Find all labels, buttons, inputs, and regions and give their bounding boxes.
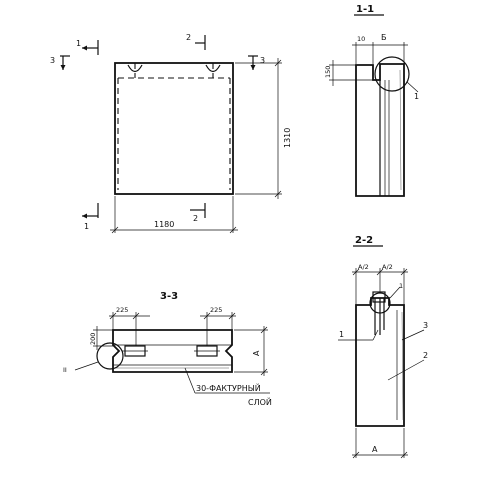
panel-outline (114, 62, 234, 195)
section-2-2-callout-1: 1 (339, 330, 344, 339)
section-3-3-detail-circle (96, 342, 124, 370)
section-mark-3-label-left: 3 (50, 56, 55, 65)
front-view: 1 1 2 2 3 (50, 33, 292, 234)
section-1-1-detail-circle (374, 56, 410, 92)
lifting-loop-right (205, 64, 221, 73)
section-3-3-dim-height: 200 (89, 333, 97, 345)
section-mark-2-label-top: 2 (186, 33, 191, 42)
section-2-2-callout-top: 1 (399, 282, 403, 290)
section-3-3-title: 3-3 (160, 291, 178, 302)
section-mark-1-top: 1 (76, 39, 99, 55)
section-mark-1-bottom: 1 (82, 203, 99, 231)
height-dimension: 1310 (235, 58, 292, 199)
section-3-3-profile (112, 329, 233, 373)
section-2-2-dim-half-a: A/2 (358, 263, 369, 271)
section-mark-3-label-right: 3 (260, 56, 265, 65)
section-2-2-profile (355, 297, 405, 427)
section-3-3-note-line2: СЛОЙ (248, 396, 272, 407)
section-1-1-dim-small: 10 (357, 35, 365, 43)
section-3-3-detail-mark: II (63, 366, 67, 374)
section-1-1-profile (355, 63, 405, 197)
panel-hidden-contour (117, 77, 231, 190)
section-1-1: 1-1 1 10 Б 150 (324, 4, 419, 197)
section-mark-2-bottom: 2 (190, 203, 206, 223)
section-mark-3-left: 3 (50, 55, 70, 70)
section-2-2-callout-2: 2 (423, 351, 428, 360)
section-mark-1-label-top: 1 (76, 39, 81, 48)
height-dimension-label: 1310 (283, 128, 292, 148)
section-mark-2-top: 2 (186, 33, 206, 50)
section-mark-2-label-bottom: 2 (193, 214, 198, 223)
section-2-2: 2-2 A/2 A/2 1 1 3 2 (338, 235, 428, 459)
section-3-3: 3-3 II 225 225 200 (63, 291, 272, 407)
section-3-3-dim-a: A (252, 350, 261, 356)
section-2-2-detail-circle (369, 292, 391, 314)
section-3-3-dim-right: 225 (210, 306, 222, 314)
section-3-3-note-line1: 30-ФАКТУРНЫЙ (196, 382, 261, 393)
width-dimension-label: 1180 (154, 220, 174, 229)
section-2-2-callout-3: 3 (423, 321, 428, 330)
section-1-1-dim-side: 150 (324, 66, 332, 78)
panel-top-dashed (134, 63, 214, 78)
lifting-loop-left (127, 64, 143, 73)
section-1-1-dim-b: Б (381, 33, 387, 42)
section-2-2-title: 2-2 (355, 235, 373, 246)
section-2-2-lifting-loop (374, 298, 385, 335)
section-3-3-dim-left: 225 (116, 306, 128, 314)
width-dimension: 1180 (110, 196, 238, 234)
section-1-1-callout: 1 (414, 92, 419, 101)
section-2-2-dim-half-b: A/2 (382, 263, 393, 271)
section-mark-1-label-bottom: 1 (84, 222, 89, 231)
section-1-1-title: 1-1 (356, 4, 374, 15)
section-2-2-dim-bottom: A (372, 445, 378, 454)
